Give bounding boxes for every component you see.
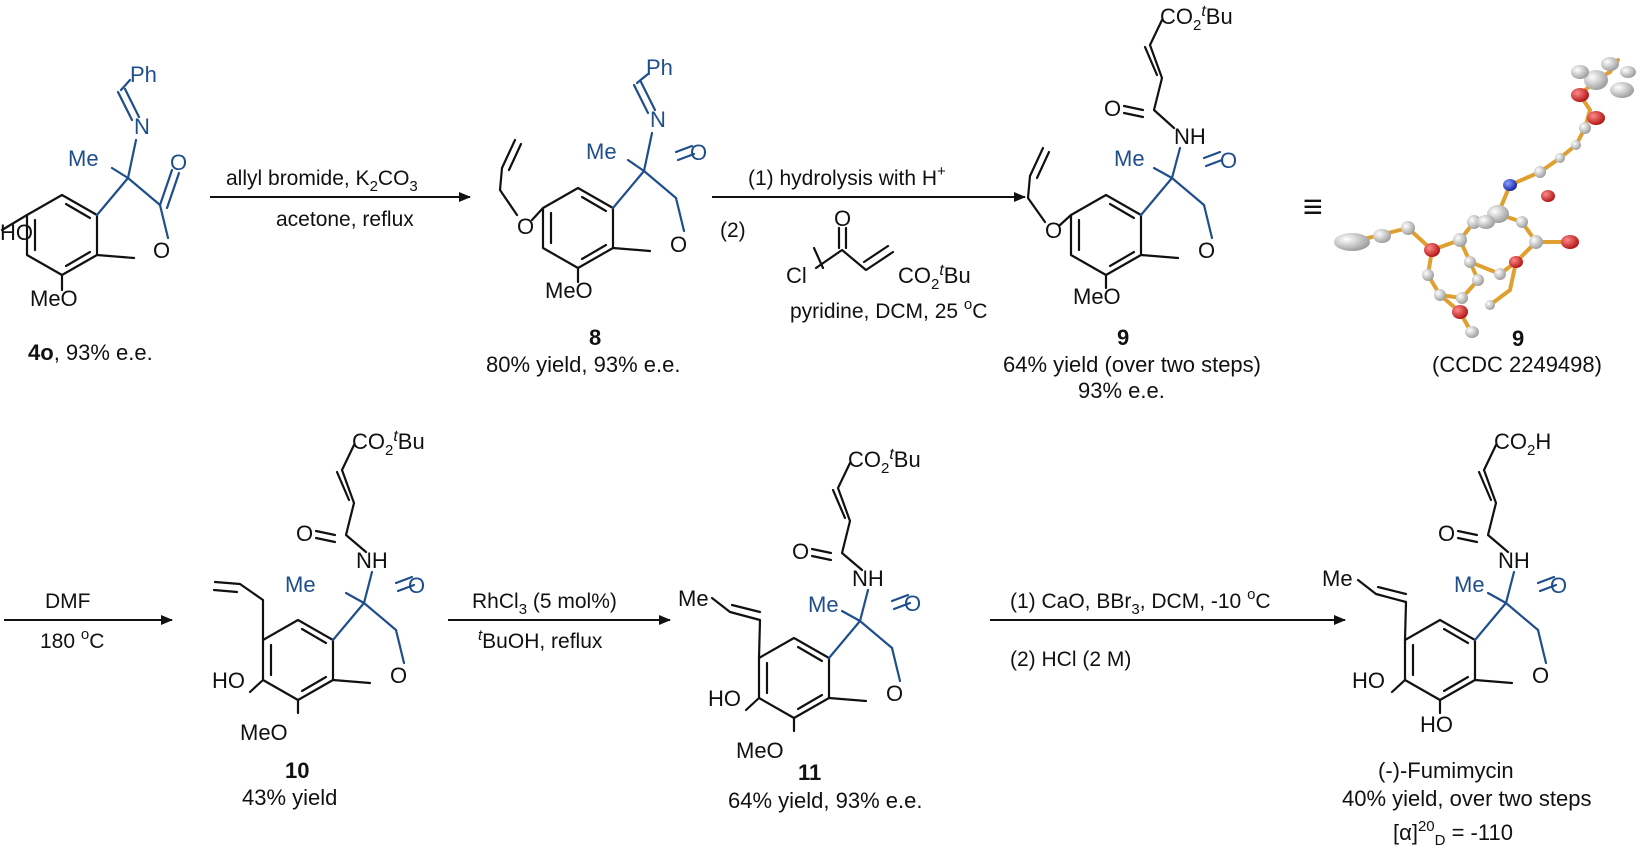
methyl-label: Me (586, 139, 617, 164)
xray-structure (1334, 57, 1636, 338)
amide-nh-label: NH (1174, 124, 1206, 149)
methoxy-label: MeO (736, 738, 784, 763)
compound-4o: Ph N Me O O HO MeO (0, 62, 187, 311)
amide-nh-label: NH (356, 548, 388, 573)
vinyl-methyl-label: Me (1322, 566, 1353, 591)
ring-o-label: O (1198, 238, 1215, 263)
fumimycin-yield: 40% yield, over two steps (1342, 786, 1591, 811)
allyl-ether-o-label: O (517, 214, 534, 239)
methoxy-label: MeO (1073, 284, 1121, 309)
ester-label: CO2tBu (1160, 3, 1233, 34)
carbonyl-o-label: O (1550, 573, 1567, 598)
reagent-chloride: Cl (786, 263, 807, 288)
compound-11-caption: 64% yield, 93% e.e. (728, 788, 922, 813)
compound-10: CO2tBu O NH Me O O HO MeO (212, 428, 425, 745)
reagent-carbonyl-o: O (834, 206, 851, 231)
amide-o-label: O (1438, 521, 1455, 546)
ring-o-label: O (390, 663, 407, 688)
carbonyl-o-label: O (1220, 148, 1237, 173)
acid-label: CO2H (1494, 429, 1551, 459)
ring-o-label: O (670, 232, 687, 257)
methoxy-label: MeO (240, 720, 288, 745)
compound-fumimycin: CO2H O NH Me Me O O HO HO (1322, 429, 1567, 737)
xray-ccdc-caption: (CCDC 2249498) (1432, 352, 1602, 377)
ring-o-label: O (1532, 663, 1549, 688)
hydroxy-label: HO (708, 686, 741, 711)
step3-conditions-top: DMF (45, 590, 91, 613)
xray-compound-number: 9 (1512, 326, 1524, 351)
compound-10-number: 10 (285, 758, 309, 783)
compound-11: CO2tBu O NH Me Me O O HO MeO (678, 446, 921, 763)
step4-conditions-bottom: tBuOH, reflux (478, 627, 603, 653)
hydroxy-label: HO (0, 220, 33, 245)
phenyl-label: Ph (130, 62, 157, 87)
step2-conditions-top: (1) hydrolysis with H+ (748, 163, 946, 190)
phenyl-label: Ph (646, 55, 673, 80)
methyl-label: Me (808, 592, 839, 617)
compound-10-caption: 43% yield (242, 785, 337, 810)
carbonyl-o-label: O (904, 591, 921, 616)
compound-11-number: 11 (798, 760, 821, 785)
methoxy-label: MeO (545, 278, 593, 303)
amide-nh-label: NH (852, 566, 884, 591)
carbonyl-o-label: O (170, 150, 187, 175)
step1-conditions-bottom: acetone, reflux (276, 208, 414, 231)
methyl-label: Me (68, 146, 99, 171)
vinyl-methyl-label: Me (678, 586, 709, 611)
ring-o-label: O (886, 681, 903, 706)
step4-conditions-top: RhCl3 (5 mol%) (472, 590, 617, 618)
step1-conditions-top: allyl bromide, K2CO3 (226, 167, 418, 195)
compound-4o-caption: 4o, 93% e.e. (28, 340, 153, 365)
methoxy-label: MeO (30, 286, 78, 311)
imine-n-label: N (134, 114, 150, 139)
compound-9: CO2tBu O NH Me O O O MeO (1026, 3, 1237, 309)
hydroxy-label-1: HO (1352, 668, 1385, 693)
methyl-label: Me (1114, 146, 1145, 171)
compound-9-yield: 64% yield (over two steps) (1003, 352, 1261, 377)
acyl-chloride-reagent: O Cl CO2tBu (786, 206, 971, 293)
step3-conditions-bottom: 180 oC (40, 626, 104, 653)
ester-label: CO2tBu (848, 446, 921, 477)
amide-o-label: O (1104, 96, 1121, 121)
step5-conditions-bottom: (2) HCl (2 M) (1010, 648, 1131, 671)
compound-9-ee: 93% e.e. (1078, 378, 1165, 403)
step5-conditions-top: (1) CaO, BBr3, DCM, -10 oC (1010, 586, 1271, 618)
amide-o-label: O (296, 521, 313, 546)
step2-conditions-bottom: pyridine, DCM, 25 oC (790, 296, 987, 323)
amide-o-label: O (792, 539, 809, 564)
hydroxy-label-2: HO (1420, 712, 1453, 737)
fumimycin-name: (-)-Fumimycin (1378, 758, 1514, 783)
amide-nh-label: NH (1498, 548, 1530, 573)
compound-8-caption: 80% yield, 93% e.e. (486, 352, 680, 377)
allyl-ether-o-label: O (1045, 218, 1062, 243)
compound-8: Ph N Me O O O MeO (498, 55, 707, 303)
compound-8-number: 8 (589, 325, 601, 350)
methyl-label: Me (1454, 572, 1485, 597)
ring-o-label: O (153, 238, 170, 263)
equivalence-symbol: ≡ (1303, 188, 1323, 226)
step2-number: (2) (720, 219, 746, 242)
imine-n-label: N (650, 107, 666, 132)
compound-9-number: 9 (1117, 325, 1129, 350)
reagent-ester: CO2tBu (898, 262, 971, 293)
fumimycin-rotation: [α]20D = -110 (1393, 818, 1513, 849)
carbonyl-o-label: O (408, 573, 425, 598)
hydroxy-label: HO (212, 668, 245, 693)
carbonyl-o-label: O (690, 140, 707, 165)
methyl-label: Me (285, 572, 316, 597)
ester-label: CO2tBu (352, 428, 425, 459)
